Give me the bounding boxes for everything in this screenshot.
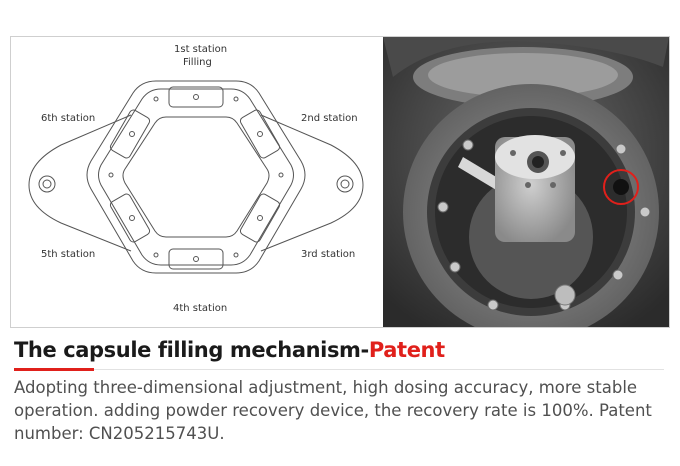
title-underline	[94, 369, 664, 370]
mechanism-photo	[383, 37, 669, 327]
station-diagram: 1st station Filling 2nd station 3rd stat…	[11, 37, 381, 327]
station-1-label: 1st station	[174, 44, 228, 55]
title-underline-accent	[14, 368, 94, 371]
station-3-label: 3rd station	[301, 249, 356, 260]
title-accent-text: Patent	[368, 338, 445, 362]
station-1-sub-label: Filling	[183, 57, 212, 68]
station-4-label: 4th station	[173, 303, 228, 314]
title-main-text: The capsule filling mechanism-	[14, 338, 369, 362]
image-frame	[10, 36, 670, 328]
mechanism-photo-illustration	[383, 37, 669, 327]
description-text: Adopting three-dimensional adjustment, h…	[14, 378, 652, 443]
station-5-label: 5th station	[41, 249, 96, 260]
station-2-label: 2nd station	[301, 113, 358, 124]
station-6-label: 6th station	[41, 113, 96, 124]
section-title: The capsule filling mechanism-Patent	[14, 338, 674, 366]
turret-drawing	[28, 80, 364, 274]
